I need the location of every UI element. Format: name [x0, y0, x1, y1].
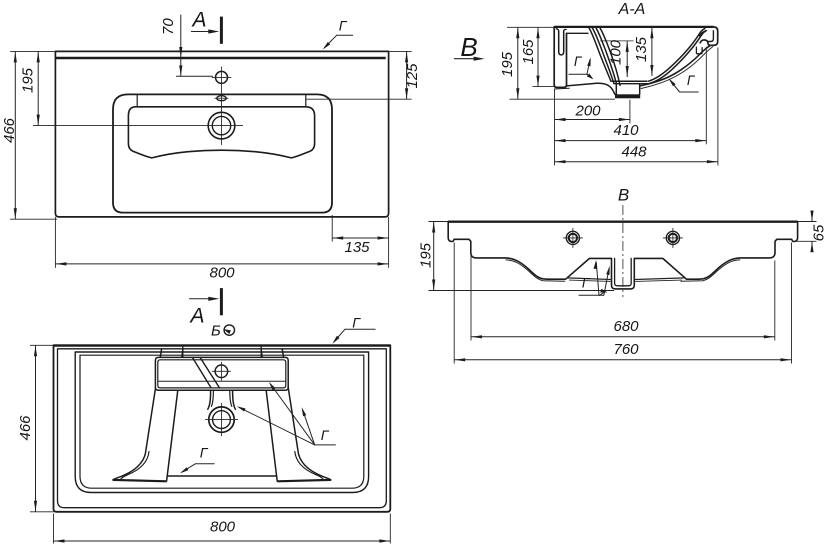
svg-text:466: 466 — [1, 117, 18, 143]
svg-text:Г: Г — [321, 427, 330, 443]
svg-text:65: 65 — [811, 224, 828, 241]
svg-text:100: 100 — [608, 39, 625, 65]
svg-text:Г: Г — [687, 73, 696, 88]
svg-text:448: 448 — [621, 144, 647, 161]
svg-text:Б: Б — [211, 322, 221, 339]
svg-text:466: 466 — [17, 415, 34, 441]
svg-text:Г: Г — [574, 54, 583, 69]
svg-text:195: 195 — [418, 242, 435, 268]
svg-text:800: 800 — [210, 519, 236, 536]
svg-text:Г: Г — [352, 315, 361, 331]
svg-text:760: 760 — [613, 341, 639, 358]
svg-text:135: 135 — [344, 239, 370, 256]
svg-text:135: 135 — [633, 36, 650, 62]
svg-text:А: А — [190, 8, 206, 31]
svg-text:А-А: А-А — [618, 1, 646, 18]
svg-text:Г: Г — [339, 18, 348, 34]
svg-text:410: 410 — [613, 122, 639, 139]
svg-text:70: 70 — [160, 18, 177, 35]
svg-text:125: 125 — [404, 63, 421, 89]
svg-text:Г: Г — [582, 276, 591, 291]
svg-text:Г: Г — [200, 445, 209, 461]
svg-text:195: 195 — [20, 67, 37, 93]
svg-text:195: 195 — [499, 51, 516, 77]
svg-text:В: В — [618, 186, 629, 205]
svg-text:200: 200 — [574, 103, 601, 120]
svg-text:680: 680 — [613, 318, 639, 335]
svg-text:В: В — [460, 32, 477, 62]
svg-text:А: А — [188, 305, 204, 328]
svg-text:165: 165 — [520, 39, 537, 65]
svg-text:800: 800 — [209, 265, 235, 282]
